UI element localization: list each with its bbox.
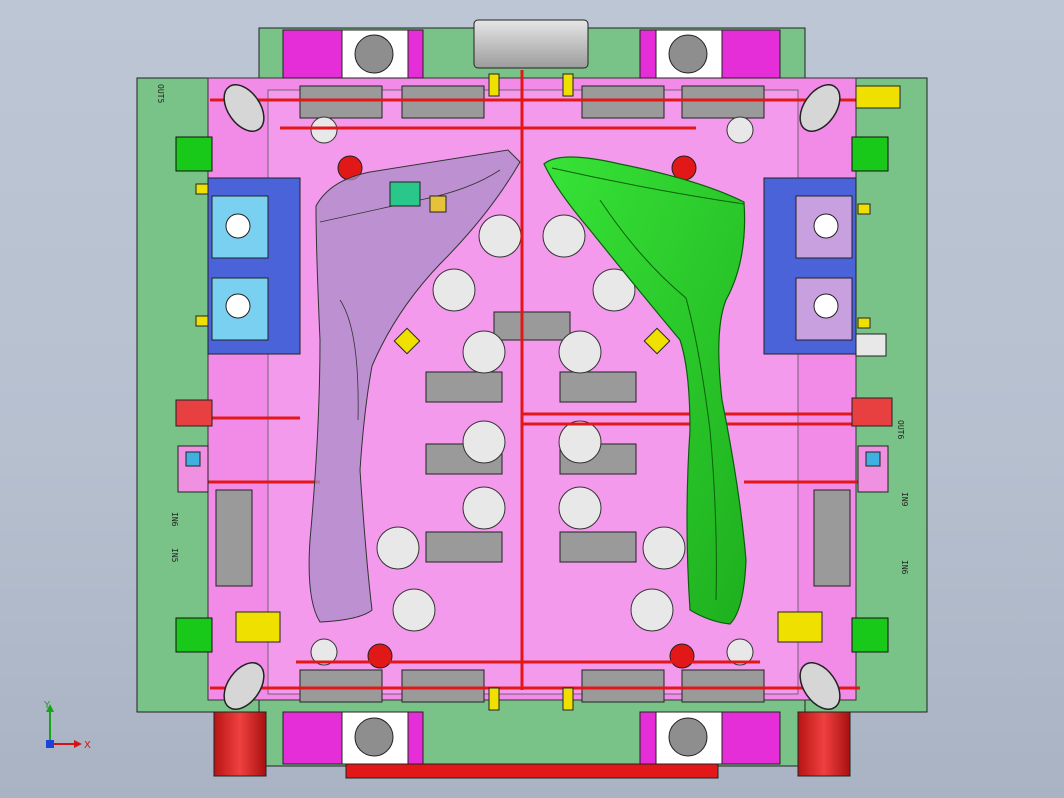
green-block-tl <box>175 136 213 172</box>
axis-triad: Y X <box>43 700 91 751</box>
label-in-right-2: IN6 <box>900 560 909 575</box>
label-out-left-top: OUT5 <box>156 84 165 103</box>
green-block-bl <box>175 617 213 653</box>
bottom-red-bar <box>345 763 719 779</box>
connector-right <box>857 445 889 493</box>
cylinder-left <box>213 711 267 777</box>
label-out-right: OUT6 <box>896 420 905 439</box>
green-block-br <box>851 617 889 653</box>
molded-part-left <box>308 149 521 623</box>
cylinder-right <box>797 711 851 777</box>
label-in-left-2: IN5 <box>170 548 179 563</box>
triad-x-label: X <box>84 740 91 751</box>
top-nameplate <box>473 19 589 69</box>
green-block-tr <box>851 136 889 172</box>
molded-part-right <box>543 156 747 625</box>
label-in-left-1: IN6 <box>170 512 179 527</box>
label-in-right-1: IN9 <box>900 492 909 507</box>
triad-y-label: Y <box>43 700 51 711</box>
